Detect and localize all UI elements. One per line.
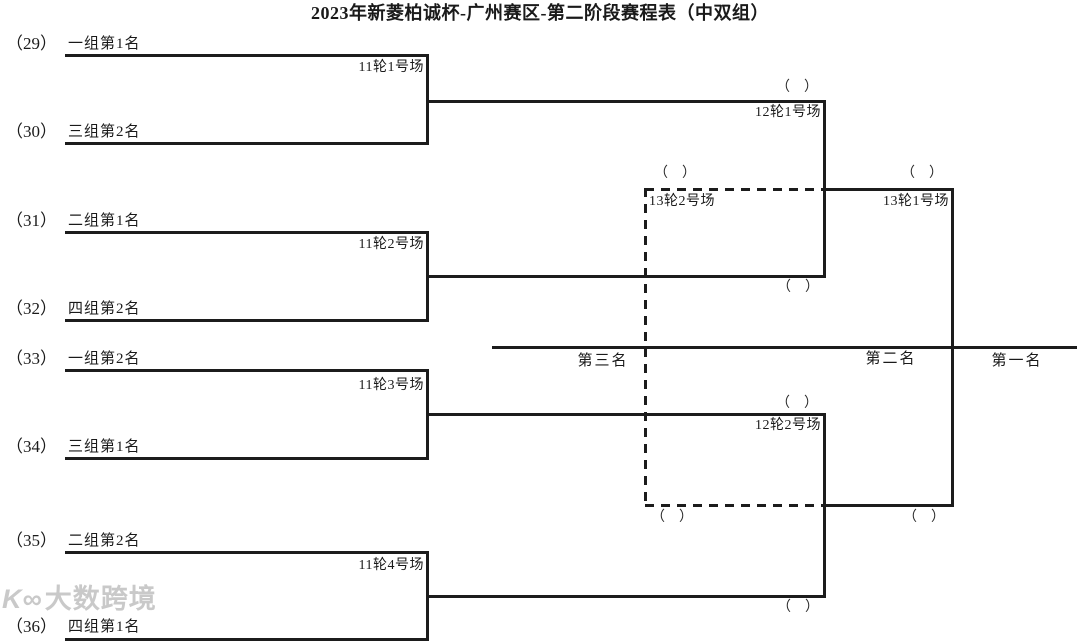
match-label-r11c3: 11轮3号场 <box>358 378 424 393</box>
match-label-r13c2: 13轮2号场 <box>649 194 715 209</box>
third-place-line-top <box>645 188 825 191</box>
entry-number-29: （29） <box>6 34 57 53</box>
entry-line-32 <box>65 319 428 322</box>
score-slot-r13c2-bottom: （ ） <box>651 510 693 525</box>
entry-number-32: （32） <box>6 299 57 318</box>
entry-line-36 <box>65 638 428 641</box>
entry-line-35 <box>65 551 428 554</box>
match-label-r11c1: 11轮1号场 <box>358 60 424 75</box>
final-input-line-bottom <box>823 504 954 507</box>
final-input-line-top <box>823 188 954 191</box>
winner-line-r11m3 <box>426 413 825 416</box>
watermark-logo-icon: K∞ <box>2 584 43 614</box>
entry-label-35: 二组第2名 <box>68 533 141 549</box>
entry-number-36: （36） <box>6 617 57 636</box>
watermark-text: 大数跨境 <box>44 584 157 614</box>
entry-line-30 <box>65 142 428 145</box>
page-title: 2023年新菱柏诚杯-广州赛区-第二阶段赛程表（中双组） <box>311 3 769 23</box>
entry-line-29 <box>65 54 428 57</box>
score-slot-r13c2-top: （ ） <box>654 166 696 181</box>
place-label-third: 第三名 <box>577 353 629 369</box>
entry-label-30: 三组第2名 <box>68 124 141 140</box>
match-label-r12c2: 12轮2号场 <box>755 418 821 433</box>
place-label-first: 第一名 <box>991 353 1043 369</box>
entry-number-34: （34） <box>6 437 57 456</box>
placement-line <box>492 346 1077 349</box>
bracket-vertical-r11m1 <box>426 54 429 145</box>
entry-number-35: （35） <box>6 531 57 550</box>
entry-label-33: 一组第2名 <box>68 351 141 367</box>
entry-line-34 <box>65 457 428 460</box>
entry-number-30: （30） <box>6 122 57 141</box>
winner-line-r11m1 <box>426 100 825 103</box>
winner-line-r11m4 <box>426 595 825 598</box>
entry-label-32: 四组第2名 <box>68 301 141 317</box>
entry-label-36: 四组第1名 <box>68 619 141 635</box>
third-place-line-bottom <box>645 504 825 507</box>
watermark: K∞大数跨境 <box>2 584 157 615</box>
entry-line-31 <box>65 231 428 234</box>
entry-number-33: （33） <box>6 349 57 368</box>
score-slot-r13c1-bottom: （ ） <box>903 510 945 525</box>
entry-label-31: 二组第1名 <box>68 213 141 229</box>
score-slot-r12c2-bottom: （ ） <box>777 600 819 615</box>
entry-line-33 <box>65 369 428 372</box>
score-slot-r12c2-top: （ ） <box>776 396 818 411</box>
entry-label-34: 三组第1名 <box>68 439 141 455</box>
score-slot-r12c1-bottom: （ ） <box>777 280 819 295</box>
match-label-r11c2: 11轮2号场 <box>358 237 424 252</box>
entry-label-29: 一组第1名 <box>68 36 141 52</box>
match-label-r13c1: 13轮1号场 <box>883 194 949 209</box>
place-label-second: 第二名 <box>865 351 917 367</box>
match-label-r12c1: 12轮1号场 <box>755 105 821 120</box>
match-label-r11c4: 11轮4号场 <box>358 558 424 573</box>
score-slot-r12c1-top: （ ） <box>776 80 818 95</box>
winner-line-r11m2 <box>426 275 825 278</box>
score-slot-r13c1-top: （ ） <box>901 166 943 181</box>
entry-number-31: （31） <box>6 211 57 230</box>
